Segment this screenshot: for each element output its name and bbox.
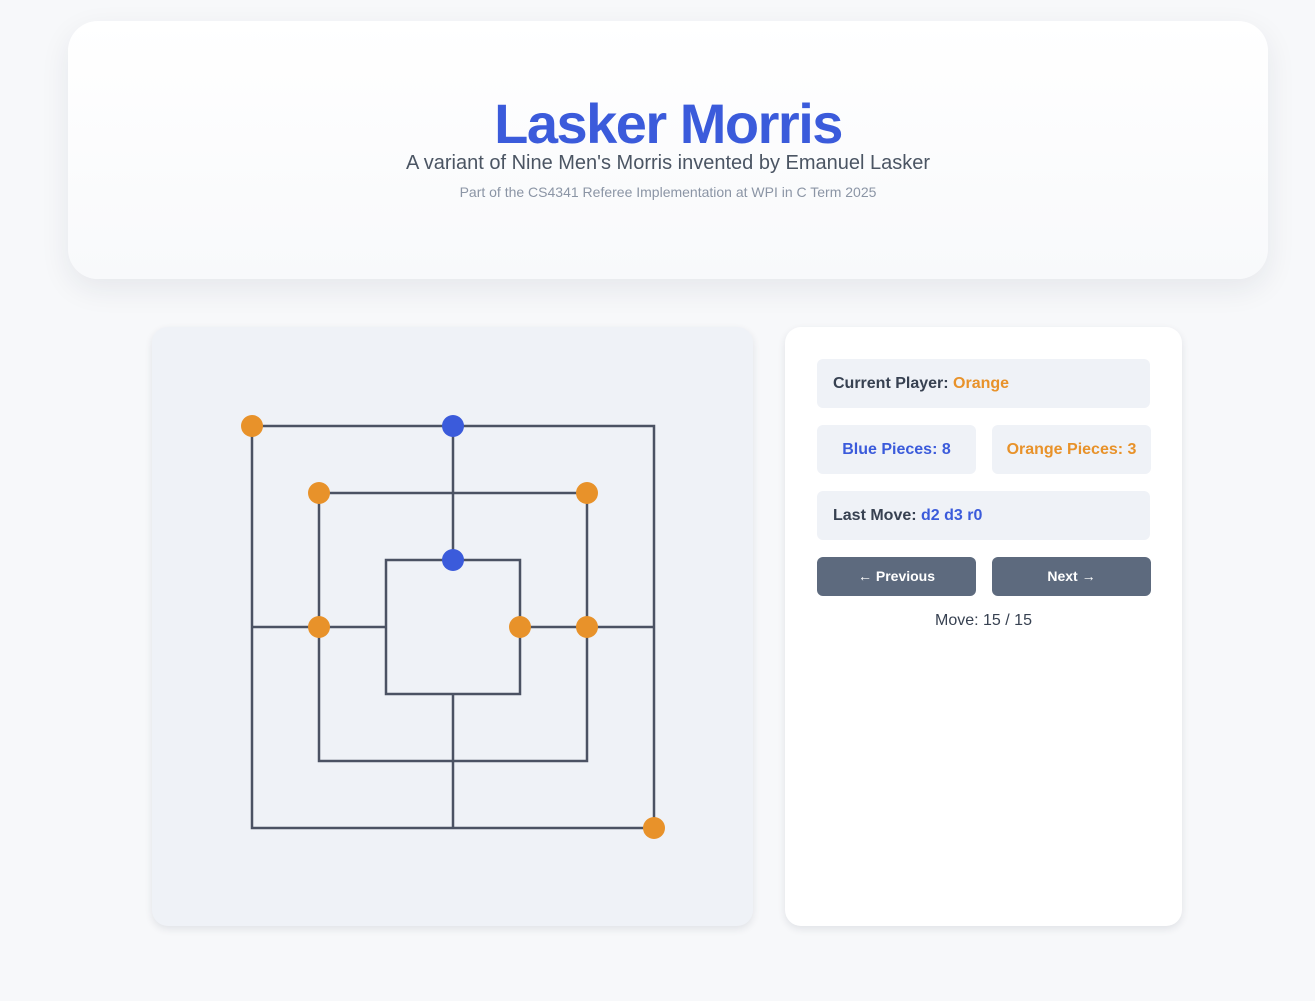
page-subtitle: A variant of Nine Men's Morris invented … bbox=[405, 152, 931, 174]
next-button[interactable]: Next → bbox=[992, 557, 1151, 596]
current-player-value: Orange bbox=[953, 375, 1010, 392]
inner-square bbox=[384, 558, 522, 696]
pieces-layer bbox=[241, 415, 665, 839]
orange-piece-b6[interactable] bbox=[308, 482, 330, 504]
orange-pieces-box: Orange Pieces: 3 bbox=[992, 425, 1151, 474]
orange-piece-a7[interactable] bbox=[241, 415, 263, 437]
orange-piece-g1[interactable] bbox=[643, 817, 665, 839]
game-board bbox=[241, 415, 665, 839]
current-player-box: Current Player: Orange bbox=[817, 359, 1150, 408]
header-card: Lasker Morris A variant of Nine Men's Mo… bbox=[68, 21, 1268, 279]
move-counter: Move: 15 / 15 bbox=[935, 612, 1032, 629]
previous-button[interactable]: ← Previous bbox=[817, 557, 976, 596]
blue-pieces-label: Blue Pieces: bbox=[842, 441, 938, 458]
course-note: Part of the CS4341 Referee Implementatio… bbox=[459, 184, 877, 200]
game-info-panel: Current Player: Orange Blue Pieces: 8 Or… bbox=[785, 327, 1182, 926]
orange-piece-f4[interactable] bbox=[576, 616, 598, 638]
blue-pieces-box: Blue Pieces: 8 bbox=[817, 425, 976, 474]
page-title: Lasker Morris bbox=[494, 92, 843, 155]
orange-piece-b4[interactable] bbox=[308, 616, 330, 638]
last-move-value: d2 d3 r0 bbox=[921, 507, 983, 524]
current-player-label: Current Player: bbox=[833, 375, 949, 392]
last-move-box: Last Move: d2 d3 r0 bbox=[817, 491, 1150, 540]
orange-pieces-label: Orange Pieces: bbox=[1006, 441, 1124, 458]
orange-piece-e4[interactable] bbox=[509, 616, 531, 638]
board-card bbox=[152, 327, 753, 926]
orange-piece-f6[interactable] bbox=[576, 482, 598, 504]
blue-piece-d5[interactable] bbox=[442, 549, 464, 571]
orange-pieces-count: 3 bbox=[1127, 441, 1137, 458]
last-move-label: Last Move: bbox=[833, 507, 917, 524]
blue-pieces-count: 8 bbox=[941, 441, 951, 458]
blue-piece-d7[interactable] bbox=[442, 415, 464, 437]
